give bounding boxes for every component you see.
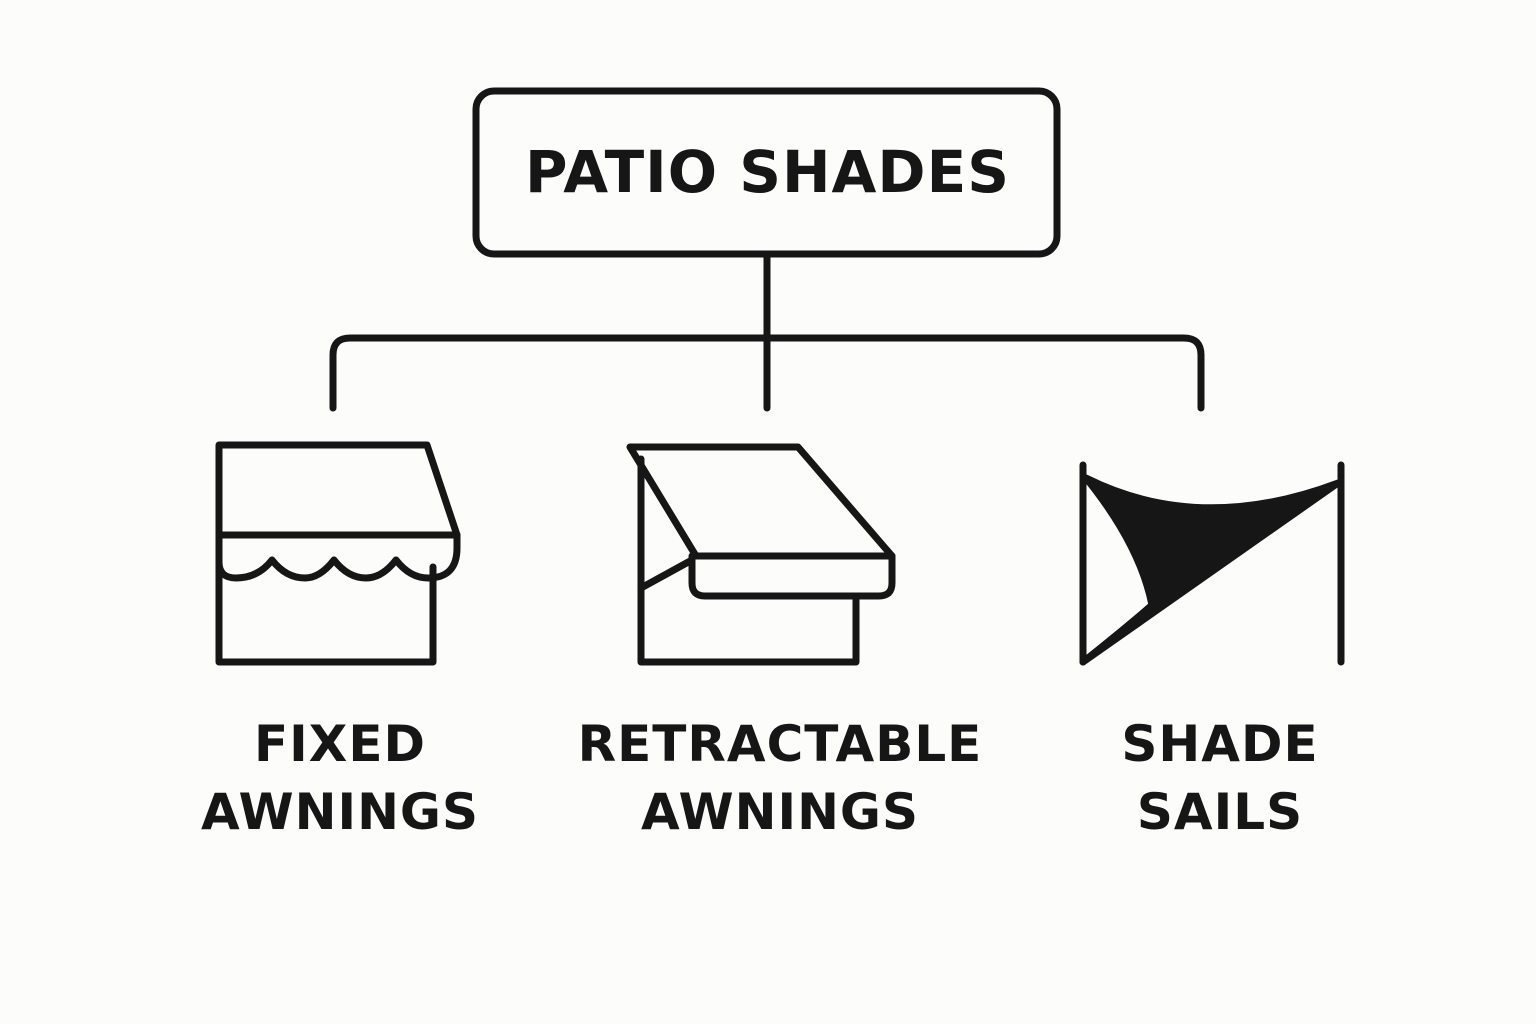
tree-connectors bbox=[329, 250, 1205, 412]
shade-sail-icon bbox=[1079, 461, 1345, 666]
child-label-line: SAILS bbox=[1136, 783, 1304, 841]
child-label-line: SHADE bbox=[1121, 715, 1319, 773]
child-label-shade-sails: SHADE SAILS bbox=[990, 710, 1450, 846]
retractable-awning-icon bbox=[626, 443, 896, 666]
child-label-line: AWNINGS bbox=[641, 783, 919, 841]
root-node-label: PATIO SHADES bbox=[525, 138, 1010, 206]
child-label-line: FIXED bbox=[254, 715, 426, 773]
child-label-line: RETRACTABLE bbox=[577, 715, 983, 773]
child-label-line: AWNINGS bbox=[201, 783, 479, 841]
child-label-retractable-awnings: RETRACTABLE AWNINGS bbox=[550, 710, 1010, 846]
child-label-fixed-awnings: FIXED AWNINGS bbox=[110, 710, 570, 846]
fixed-awning-icon bbox=[215, 441, 461, 666]
